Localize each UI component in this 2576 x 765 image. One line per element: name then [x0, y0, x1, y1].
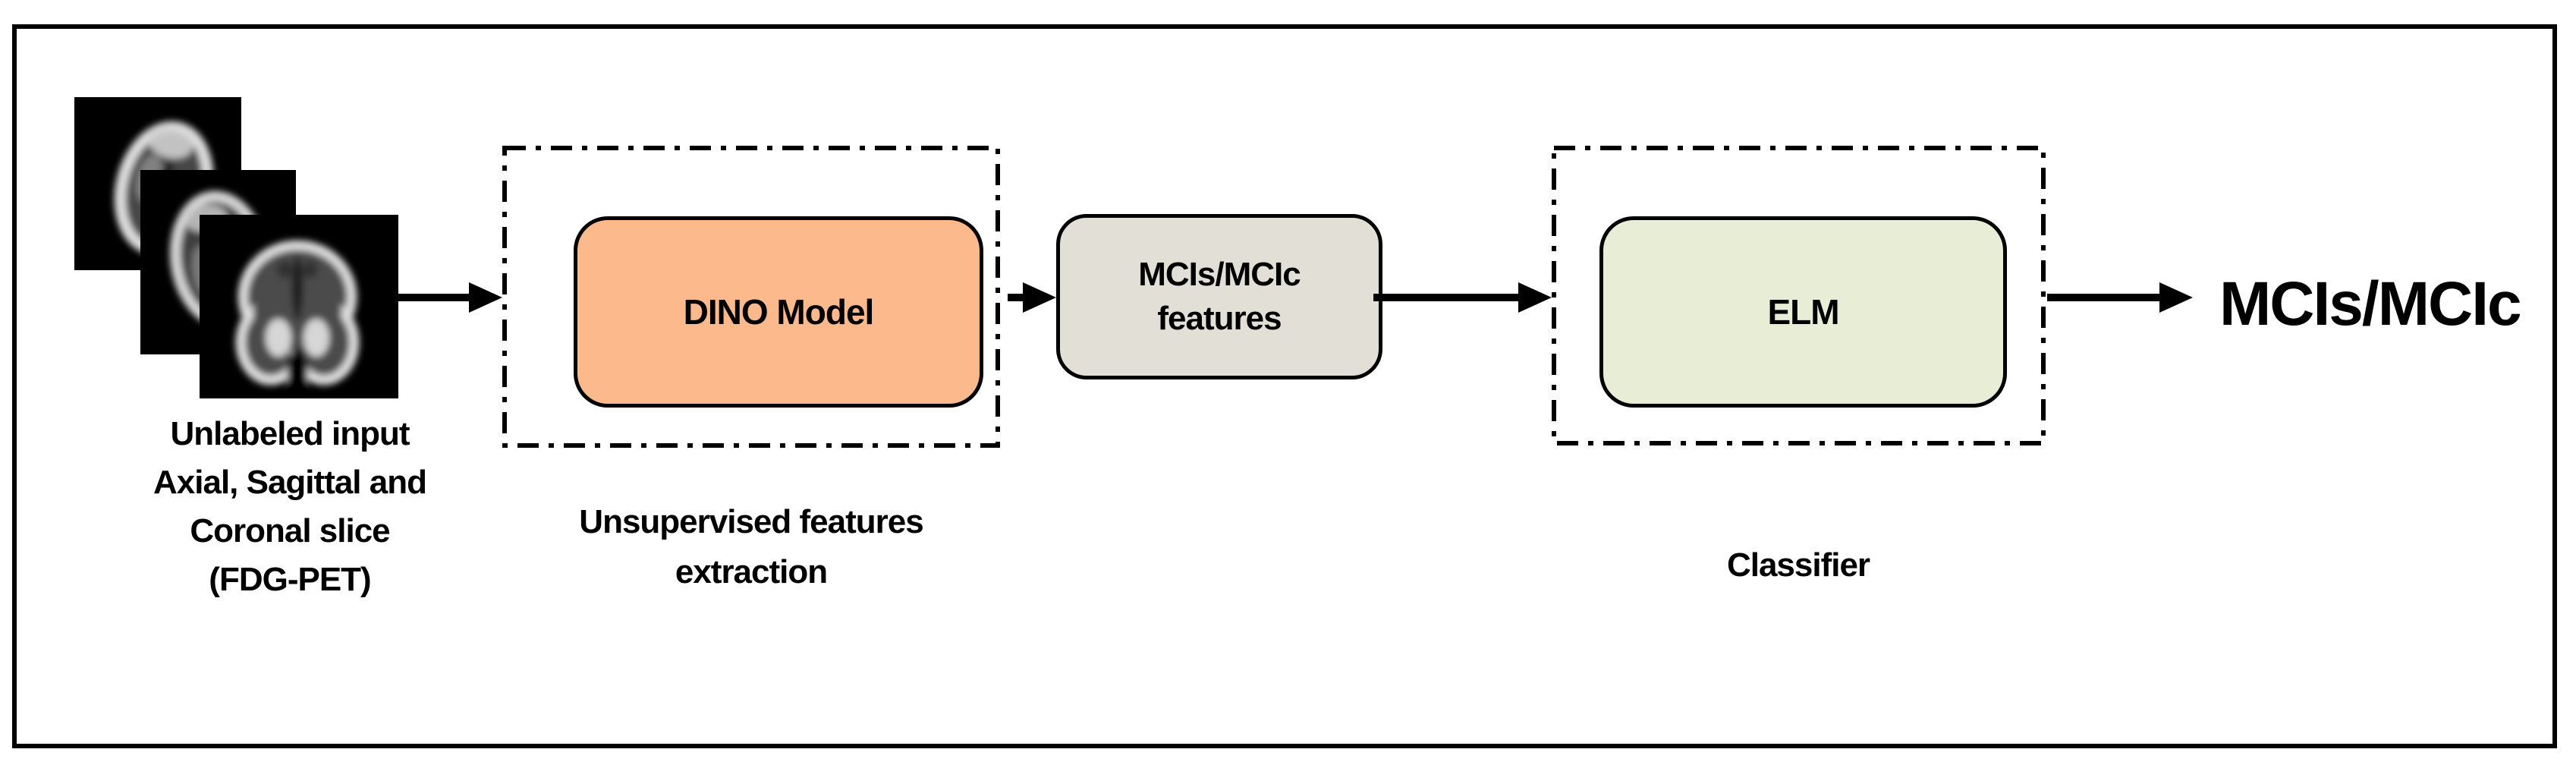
arrow-classifier-to-output — [2047, 282, 2193, 313]
arrow-extraction-to-features — [1008, 282, 1056, 313]
arrow-head-icon — [469, 282, 502, 313]
arrow-shaft — [1008, 294, 1026, 301]
extraction-label-line-2: extraction — [675, 553, 828, 590]
input-caption: Unlabeled input Axial, Sagittal and Coro… — [100, 410, 480, 604]
arrow-shaft — [2047, 294, 2162, 301]
diagram-outer-frame — [12, 24, 2557, 748]
arrow-head-icon — [2159, 282, 2193, 313]
features-box: MCIs/MCIc features — [1056, 214, 1382, 379]
arrow-input-to-extraction — [397, 282, 502, 313]
features-label-line-1: MCIs/MCIc — [1138, 256, 1301, 293]
output-label: MCIs/MCIc — [2219, 269, 2522, 338]
input-caption-line-2: Axial, Sagittal and — [153, 464, 427, 501]
arrow-head-icon — [1518, 282, 1552, 313]
feature-extraction-group-label: Unsupervised features extraction — [486, 497, 1017, 597]
input-caption-line-3: Coronal slice — [190, 512, 390, 549]
features-label-line-2: features — [1157, 300, 1282, 337]
brain-slice-coronal — [200, 215, 398, 398]
arrow-shaft — [397, 294, 472, 301]
elm-box: ELM — [1599, 216, 2007, 408]
arrow-head-icon — [1023, 282, 1056, 313]
feature-extraction-group-border — [502, 146, 1000, 448]
elm-label: ELM — [1767, 292, 1839, 332]
arrow-shaft — [1373, 294, 1521, 301]
classifier-label-text: Classifier — [1726, 546, 1870, 584]
dino-model-box: DINO Model — [574, 216, 983, 408]
input-caption-line-4: (FDG-PET) — [209, 561, 371, 598]
dino-model-label: DINO Model — [683, 292, 875, 332]
coronal-brain-scan-icon — [235, 240, 360, 398]
classifier-group-label: Classifier — [1609, 540, 1988, 590]
arrow-features-to-classifier — [1373, 282, 1552, 313]
classifier-group-border — [1552, 146, 2046, 445]
extraction-label-line-1: Unsupervised features — [579, 503, 923, 540]
input-caption-line-1: Unlabeled input — [170, 415, 410, 452]
